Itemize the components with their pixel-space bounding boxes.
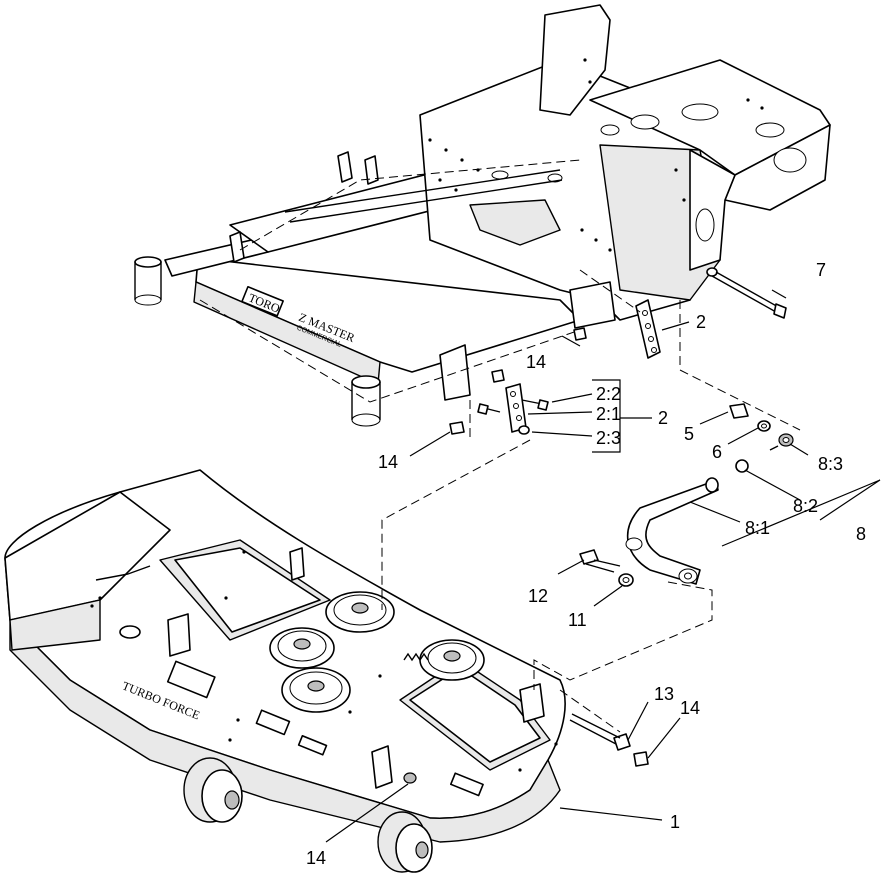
callout-11: 11 (568, 610, 587, 630)
pulley-lower (281, 667, 351, 713)
callout-8: 8 (856, 524, 866, 544)
callout-1: 1 (670, 812, 680, 832)
deck-rivets (90, 550, 558, 772)
callout-2-upper: 2 (696, 312, 706, 332)
callout-13: 13 (654, 684, 674, 704)
bolt-7 (706, 267, 787, 319)
callout-14-bottom: 14 (306, 848, 326, 868)
callout-2-1: 2:1 (596, 404, 621, 424)
pulley-left (269, 627, 335, 669)
callout-8-1: 8:1 (745, 518, 770, 538)
callout-2-lower: 2 (658, 408, 668, 428)
pulley-right (419, 639, 485, 681)
hanger-link-upper (573, 267, 787, 359)
leader-lines (325, 289, 881, 843)
callout-7: 7 (816, 260, 826, 280)
bolt-12 (579, 549, 621, 573)
callout-6: 6 (712, 442, 722, 462)
callout-2-3: 2:3 (596, 428, 621, 448)
washer-6 (757, 420, 771, 432)
callout-labels: 1 2 7 14 2:2 2:1 2:3 2 14 5 6 8:3 8:2 8:… (306, 260, 866, 868)
callout-8-3: 8:3 (818, 454, 843, 474)
callout-12: 12 (528, 586, 548, 606)
lift-arm-assembly (625, 433, 794, 585)
spacer-11 (618, 573, 634, 587)
callout-5: 5 (684, 424, 694, 444)
bolt-13 (569, 713, 631, 751)
alignment-lines (381, 269, 801, 733)
callout-14-right: 14 (680, 698, 700, 718)
callout-8-2: 8:2 (793, 496, 818, 516)
callout-14-upper: 14 (526, 352, 546, 372)
nut-5 (729, 403, 749, 419)
callout-2-2: 2:2 (596, 384, 621, 404)
mower-deck: TURBO FORCE (4, 469, 566, 873)
front-caster-tube-left (134, 256, 162, 306)
nut-14-deck (633, 751, 649, 767)
tractor-frame: TORO Z MASTER COMMERCIAL (134, 4, 831, 427)
caster-wheel-right (377, 811, 433, 873)
pulley-center (325, 591, 395, 633)
front-caster-tube-right (351, 375, 381, 427)
callout-14-left: 14 (378, 452, 398, 472)
caster-wheel-left (183, 757, 243, 823)
hanger-link-assembly (449, 369, 549, 435)
